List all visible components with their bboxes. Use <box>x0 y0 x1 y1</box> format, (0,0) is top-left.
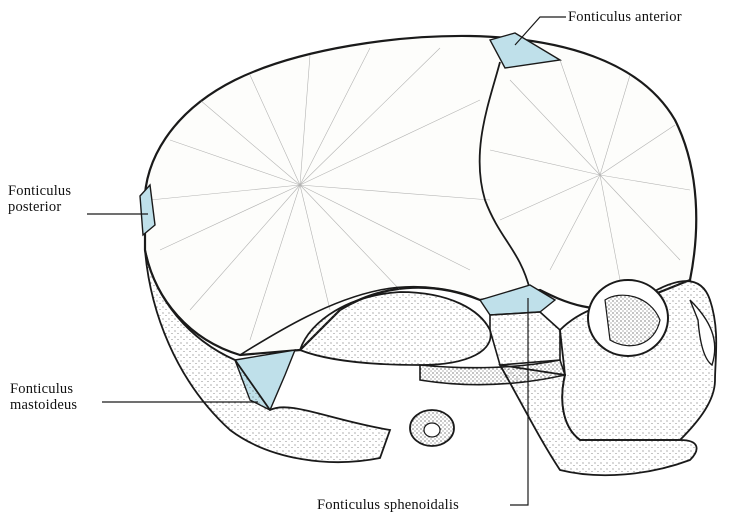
ear-hole <box>424 423 440 437</box>
label-sphenoid-text: Fonticulus sphenoidalis <box>317 497 459 513</box>
label-fonticulus-mastoideus: Fonticulus mastoideus <box>10 381 77 413</box>
label-mastoid-line2: mastoideus <box>10 397 77 413</box>
label-anterior-text: Fonticulus anterior <box>568 9 682 25</box>
label-fonticulus-anterior: Fonticulus anterior <box>568 9 682 25</box>
label-posterior-line1: Fonticulus <box>8 183 71 199</box>
label-fonticulus-posterior: Fonticulus posterior <box>8 183 71 215</box>
label-fonticulus-sphenoidalis: Fonticulus sphenoidalis <box>317 497 459 513</box>
sphenoid-wing <box>490 312 560 365</box>
label-posterior-line2: posterior <box>8 199 71 215</box>
label-mastoid-line1: Fonticulus <box>10 381 77 397</box>
